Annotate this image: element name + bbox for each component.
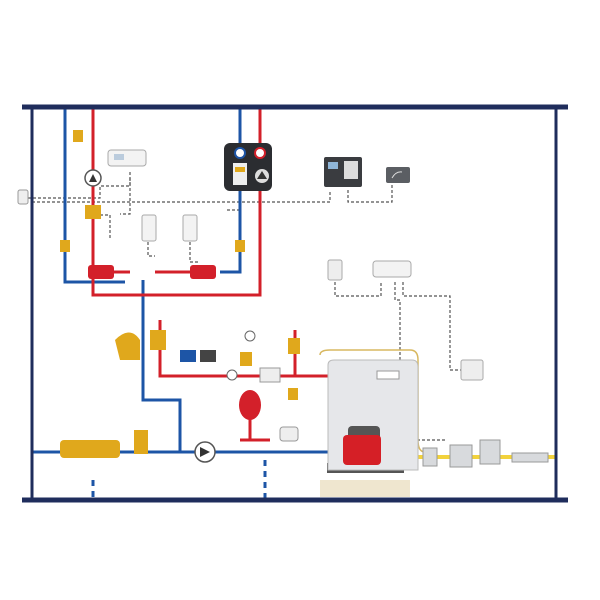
heat-meters	[88, 265, 216, 279]
building-frame	[22, 104, 568, 503]
air-separator	[279, 426, 299, 442]
telephone-module	[386, 167, 410, 183]
system-controller	[324, 157, 362, 187]
burner	[343, 426, 381, 465]
expansion-vessel	[239, 390, 261, 420]
pump-module	[224, 143, 272, 191]
valves-and-fittings	[60, 130, 300, 458]
gas-train	[422, 439, 549, 468]
network-devices	[327, 259, 484, 381]
room-thermostat	[107, 149, 147, 167]
actuators	[180, 330, 281, 383]
zone-controllers	[141, 214, 198, 242]
pump-circles	[84, 169, 216, 463]
outdoor-sensor	[17, 189, 29, 205]
